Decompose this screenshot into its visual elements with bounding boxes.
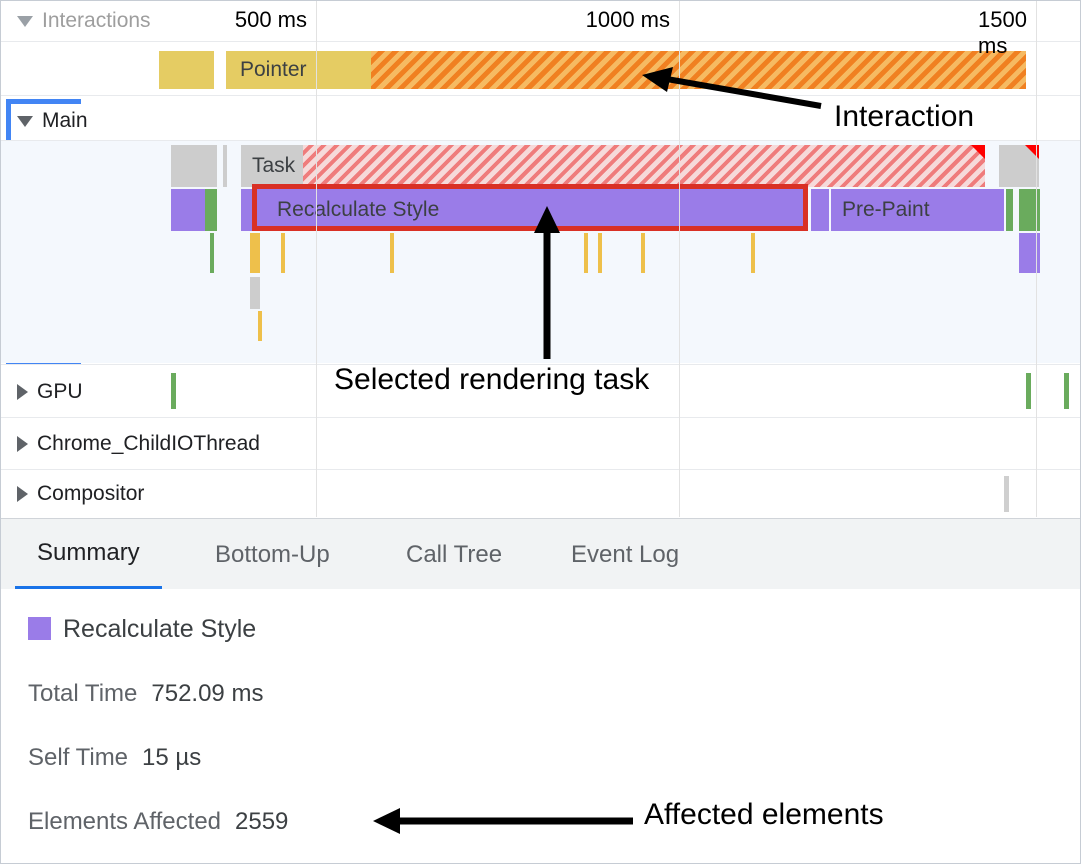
tab-bottom-up[interactable]: Bottom-Up xyxy=(215,540,330,568)
flame-event-task[interactable]: Task xyxy=(241,145,303,187)
chevron-down-icon[interactable] xyxy=(17,115,33,127)
summary-key: Self Time xyxy=(28,744,129,771)
track-header-interactions[interactable]: Interactions xyxy=(17,9,151,33)
warning-corner-icon xyxy=(971,145,985,159)
flame-event-label: Recalculate Style xyxy=(277,198,440,221)
flame-event-label: Task xyxy=(252,154,296,177)
flame-event[interactable] xyxy=(1064,373,1069,409)
interaction-pointer-block[interactable]: Pointer xyxy=(226,51,371,89)
chevron-right-icon[interactable] xyxy=(17,486,28,502)
interaction-block[interactable] xyxy=(159,51,214,89)
flame-event-recalculate-style[interactable]: Recalculate Style xyxy=(257,189,808,231)
track-label-main: Main xyxy=(42,109,88,132)
summary-value: 752.09 ms xyxy=(151,680,264,707)
flame-event[interactable] xyxy=(171,189,205,231)
warning-corner-icon xyxy=(1025,145,1039,159)
flame-event[interactable] xyxy=(171,145,217,187)
interaction-pointer-label: Pointer xyxy=(240,58,307,81)
arrowhead-icon xyxy=(534,206,560,233)
flame-event-long-task[interactable] xyxy=(303,145,985,187)
summary-row-elements-affected: Elements Affected 2559 xyxy=(28,808,288,836)
flame-event[interactable] xyxy=(1026,373,1031,409)
chevron-right-icon[interactable] xyxy=(17,436,28,452)
flame-event[interactable] xyxy=(210,233,214,273)
flame-event[interactable] xyxy=(1006,189,1013,231)
flame-event[interactable] xyxy=(1004,476,1009,512)
ruler-tick-1000: 1000 ms xyxy=(585,7,670,32)
event-color-swatch-icon xyxy=(28,617,51,640)
flame-event[interactable] xyxy=(811,189,829,231)
track-header-compositor[interactable]: Compositor xyxy=(17,482,144,506)
annotation-line-interaction xyxy=(660,75,822,109)
chevron-right-icon[interactable] xyxy=(17,383,28,400)
tab-call-tree[interactable]: Call Tree xyxy=(406,540,503,568)
flame-event[interactable] xyxy=(205,189,217,231)
flame-event[interactable] xyxy=(241,189,254,231)
flame-event[interactable] xyxy=(1019,233,1040,273)
summary-value: 2559 xyxy=(235,808,289,835)
flame-event[interactable] xyxy=(250,277,260,309)
track-row-gpu[interactable]: GPU xyxy=(1,364,1080,418)
summary-key: Elements Affected xyxy=(28,808,222,835)
flame-event[interactable] xyxy=(1019,189,1040,231)
details-summary-pane: Recalculate Style Total Time 752.09 ms Se… xyxy=(1,589,1080,863)
track-label-gpu: GPU xyxy=(37,379,83,403)
timeline-ruler: 500 ms 1000 ms 1500 ms xyxy=(1,5,1080,58)
flame-event-label: Pre-Paint xyxy=(842,198,930,221)
tab-summary[interactable]: Summary xyxy=(15,519,162,590)
track-header-gpu[interactable]: GPU xyxy=(17,380,83,404)
flame-event[interactable] xyxy=(584,233,588,273)
flame-event[interactable] xyxy=(390,233,394,273)
track-header-chrome-childiothread[interactable]: Chrome_ChildIOThread xyxy=(17,432,260,456)
flame-event[interactable] xyxy=(999,145,1039,187)
track-label-interactions: Interactions xyxy=(42,9,151,32)
annotation-affected-elements: Affected elements xyxy=(644,798,884,831)
summary-key: Total Time xyxy=(28,680,138,707)
flame-event[interactable] xyxy=(258,311,262,341)
annotation-interaction: Interaction xyxy=(834,100,975,133)
summary-event-title: Recalculate Style xyxy=(63,615,257,643)
flame-event[interactable] xyxy=(281,233,285,273)
track-body-interactions[interactable]: Pointer xyxy=(1,43,1080,95)
summary-value: 15 µs xyxy=(142,744,202,771)
track-label-chrome-childiothread: Chrome_ChildIOThread xyxy=(37,432,260,455)
chevron-down-icon[interactable] xyxy=(17,15,33,27)
flame-event-pre-paint[interactable]: Pre-Paint xyxy=(831,189,1004,231)
flame-event[interactable] xyxy=(598,233,602,273)
arrowhead-icon xyxy=(642,67,673,92)
ruler-tick-1500: 1500 ms xyxy=(978,7,1027,58)
track-label-compositor: Compositor xyxy=(37,482,145,505)
track-header-main[interactable]: Main xyxy=(17,109,88,133)
track-row-chrome-childiothread[interactable]: Chrome_ChildIOThread xyxy=(1,417,1080,470)
flame-event[interactable] xyxy=(171,373,176,409)
arrowhead-icon xyxy=(373,808,400,834)
flame-event[interactable] xyxy=(250,233,260,273)
track-body-main[interactable]: Task Recalculate Style Pre-Paint xyxy=(1,141,1080,363)
flame-event[interactable] xyxy=(751,233,755,273)
annotation-selected-rendering-task: Selected rendering task xyxy=(334,363,650,396)
summary-event-title-row: Recalculate Style xyxy=(28,615,256,644)
timeline-flamechart[interactable]: 500 ms 1000 ms 1500 ms Interactions Poin… xyxy=(1,1,1080,517)
tab-event-log[interactable]: Event Log xyxy=(571,540,680,568)
flame-event[interactable] xyxy=(641,233,645,273)
ruler-tick-500: 500 ms xyxy=(234,7,307,32)
details-tabbar[interactable]: Summary Bottom-Up Call Tree Event Log xyxy=(1,518,1080,590)
summary-row-total-time: Total Time 752.09 ms xyxy=(28,680,263,708)
summary-row-self-time: Self Time 15 µs xyxy=(28,744,201,772)
track-row-compositor[interactable]: Compositor xyxy=(1,469,1080,517)
flame-event[interactable] xyxy=(223,145,227,187)
